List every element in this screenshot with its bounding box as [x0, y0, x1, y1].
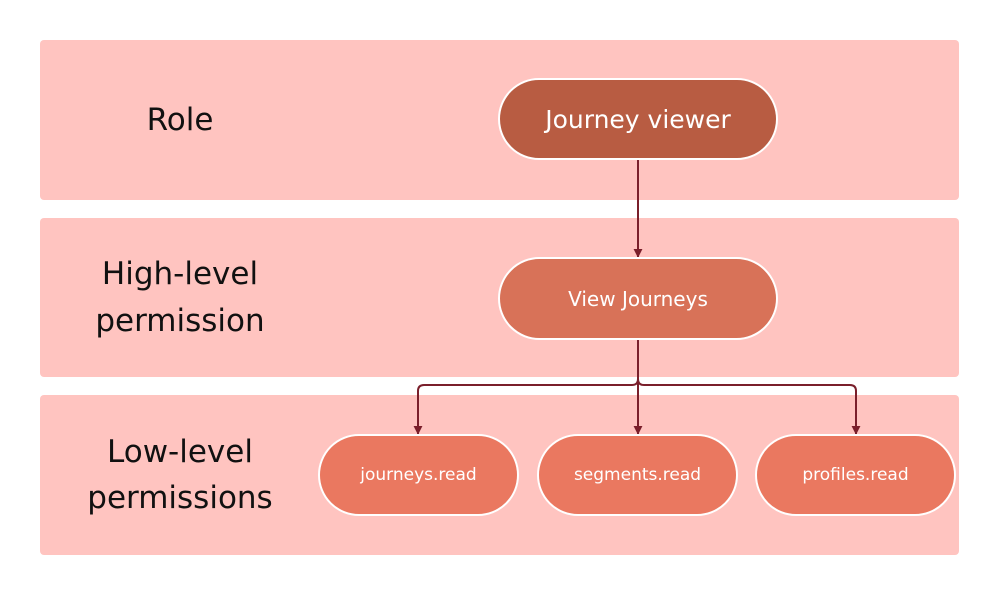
- high-level-label-line1: High-level: [101, 256, 259, 292]
- low-level-node-label: journeys.read: [360, 465, 477, 485]
- role-node-label: Journey viewer: [545, 104, 731, 134]
- high-level-node-view-journeys: View Journeys: [498, 257, 778, 340]
- role-row-label: Role: [40, 40, 320, 200]
- low-level-node-label: profiles.read: [802, 465, 909, 485]
- role-node-journey-viewer: Journey viewer: [498, 78, 778, 160]
- high-level-row-label: High-level permission: [40, 218, 320, 377]
- low-level-label-line2: permissions: [87, 480, 273, 516]
- role-label-text: Role: [146, 101, 214, 138]
- low-level-node-journeys-read: journeys.read: [318, 434, 519, 516]
- low-level-row-label: Low-level permissions: [40, 395, 320, 555]
- low-level-node-label: segments.read: [573, 465, 702, 485]
- low-level-node-profiles-read: profiles.read: [755, 434, 956, 516]
- low-level-node-segments-read: segments.read: [537, 434, 738, 516]
- high-level-node-label: View Journeys: [568, 286, 708, 311]
- low-level-label-line1: Low-level: [107, 433, 253, 470]
- high-level-label-line2: permission: [95, 302, 265, 339]
